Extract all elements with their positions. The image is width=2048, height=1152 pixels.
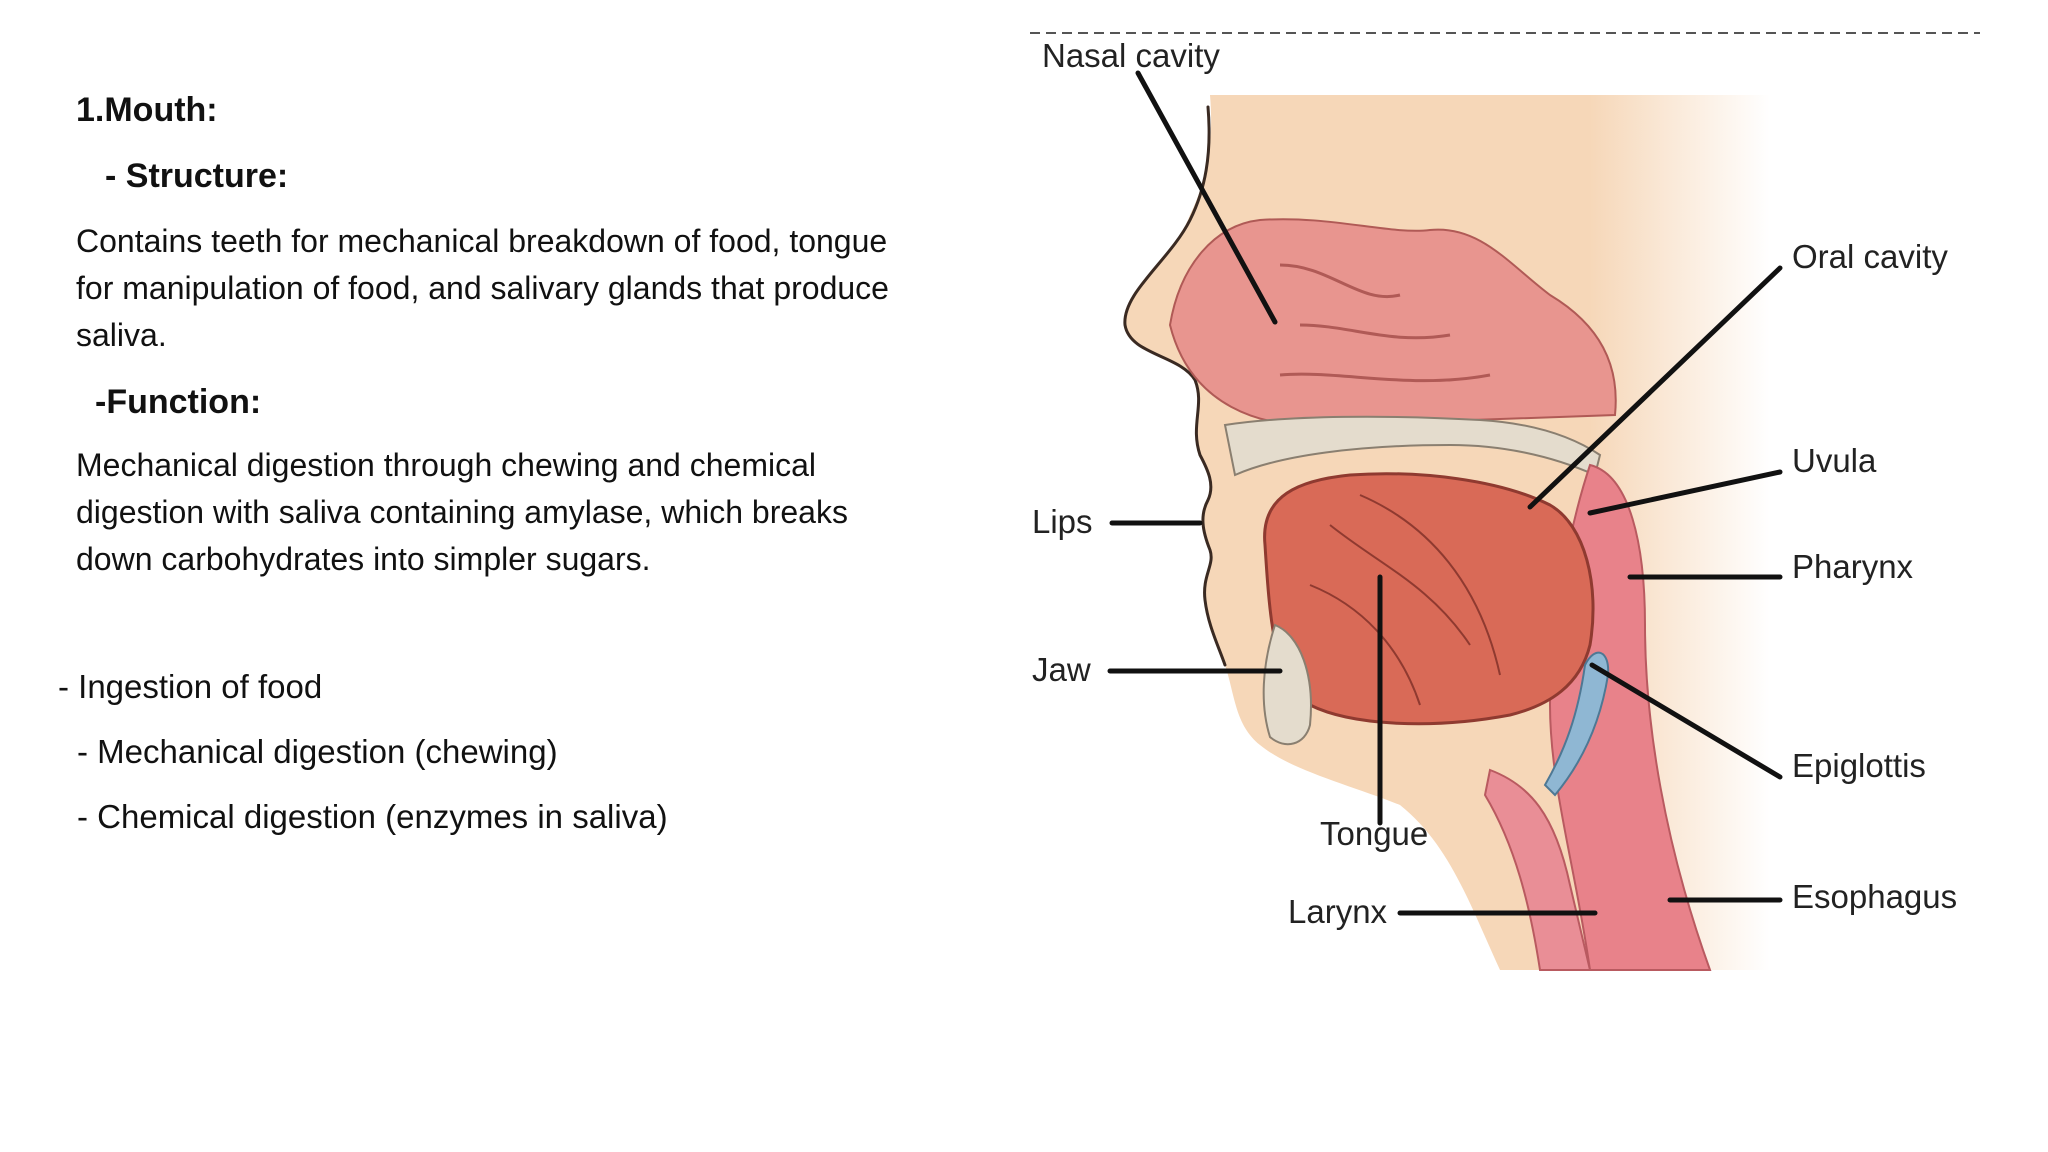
tongue-fold-1 — [1329, 524, 1471, 646]
nasal-turbinate-middle — [1299, 323, 1451, 340]
nasal-cavity-leader — [1135, 70, 1278, 325]
epiglottis-shape — [1543, 651, 1610, 797]
face-outline — [1123, 105, 1227, 667]
jaw-bone-shape — [1262, 623, 1312, 746]
label-lips: Lips — [1032, 503, 1093, 540]
label-tongue: Tongue — [1320, 815, 1428, 852]
oral-cavity-leader — [1527, 265, 1783, 510]
mouth-anatomy-diagram: Nasal cavity Oral cavity Uvula Pharynx L… — [1030, 25, 1990, 971]
text-column: 1.Mouth: - Structure: Contains teeth for… — [0, 0, 900, 900]
label-pharynx: Pharynx — [1792, 548, 1914, 585]
nasal-turbinate-lower — [1279, 372, 1491, 383]
bullet-mechanical: - Mechanical digestion (chewing) — [77, 733, 558, 770]
diagram-svg: Nasal cavity Oral cavity Uvula Pharynx L… — [1030, 32, 1980, 971]
uvula-leader — [1587, 469, 1783, 516]
tongue-fold-3 — [1309, 584, 1421, 706]
function-heading: -Function: — [95, 383, 262, 421]
larynx-shape — [1483, 768, 1592, 971]
structure-body: Contains teeth for mechanical breakdown … — [76, 223, 889, 353]
bullet-ingestion: - Ingestion of food — [58, 668, 323, 705]
epiglottis-leader — [1589, 662, 1783, 780]
label-uvula: Uvula — [1792, 442, 1877, 479]
label-nasal-cavity: Nasal cavity — [1042, 37, 1220, 74]
nasal-turbinate-upper — [1279, 263, 1401, 299]
structure-heading: - Structure: — [105, 157, 289, 195]
function-body: Mechanical digestion through chewing and… — [76, 447, 848, 577]
bullet-chemical: - Chemical digestion (enzymes in saliva) — [77, 798, 668, 835]
label-esophagus: Esophagus — [1792, 878, 1957, 915]
mouth-heading: 1.Mouth: — [76, 91, 218, 129]
label-epiglottis: Epiglottis — [1792, 747, 1926, 784]
label-oral-cavity: Oral cavity — [1792, 238, 1948, 275]
label-jaw: Jaw — [1032, 651, 1091, 688]
tongue-fold-2 — [1359, 494, 1501, 676]
label-larynx: Larynx — [1288, 893, 1388, 930]
